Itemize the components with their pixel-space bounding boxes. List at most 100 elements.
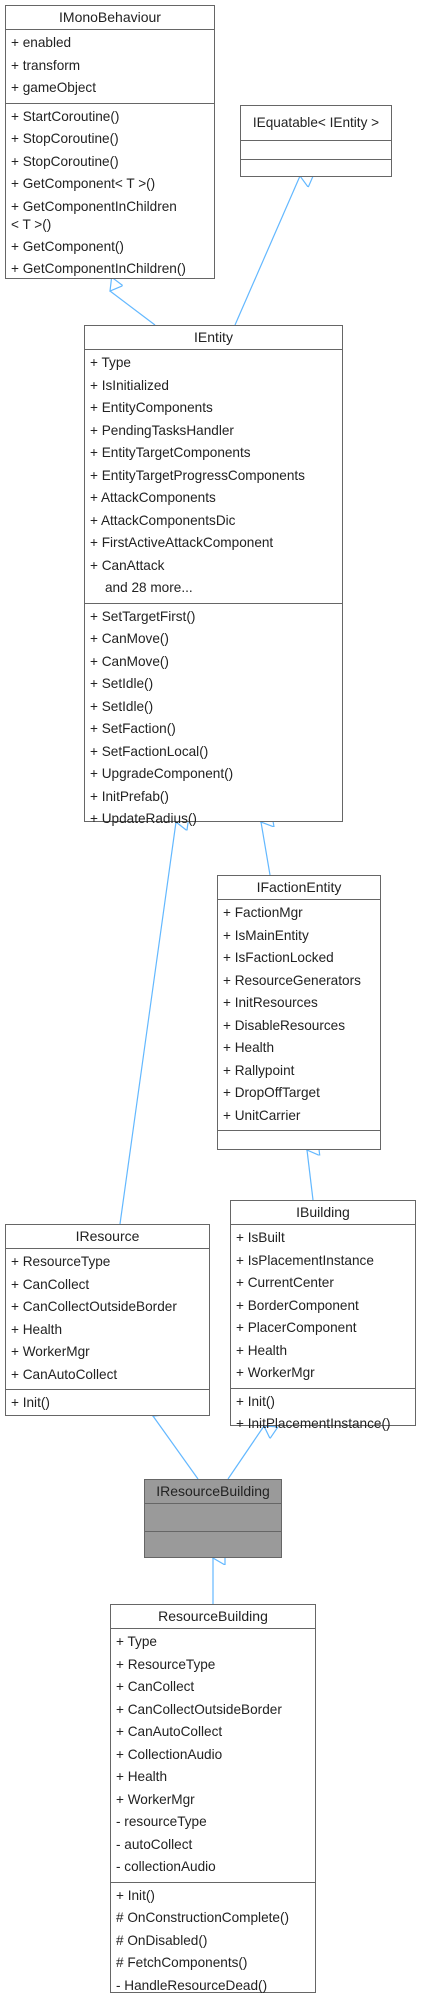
attribute: + IsFactionLocked <box>223 950 334 965</box>
attributes-section: + Type + ResourceType + CanCollect + Can… <box>111 1629 315 1883</box>
attribute: + ResourceType <box>11 1254 111 1269</box>
method: + Init() <box>116 1887 155 1903</box>
edge-iresourcebuilding-to-ibuilding <box>227 1426 264 1480</box>
attribute: + DropOffTarget <box>223 1085 320 1100</box>
methods-section: + Init() + InitPlacementInstance() <box>231 1389 415 1439</box>
attribute: + enabled <box>11 35 72 50</box>
attribute: + CanCollectOutsideBorder <box>11 1299 177 1314</box>
attribute: + EntityTargetComponents <box>90 445 251 460</box>
methods-section: + SetTargetFirst() + CanMove() + CanMove… <box>85 604 342 834</box>
attribute: - resourceType <box>116 1814 207 1829</box>
attribute: + BorderComponent <box>236 1297 359 1313</box>
edge-ientity-to-imonobehaviour <box>110 291 156 326</box>
class-box-ientity[interactable]: IEntity + Type + IsInitialized + EntityC… <box>84 325 343 826</box>
attributes-section <box>241 141 391 160</box>
class-box-ifactionentity[interactable]: IFactionEntity + FactionMgr + IsMainEnti… <box>217 875 381 1150</box>
attribute: + CanAutoCollect <box>11 1366 118 1382</box>
attribute: + Rallypoint <box>223 1062 295 1078</box>
method: + StartCoroutine() <box>11 108 120 124</box>
attribute: + WorkerMgr <box>236 1365 315 1380</box>
method: + SetIdle() <box>90 698 154 714</box>
method: # OnConstructionComplete() <box>116 1910 290 1925</box>
class-title: IResource <box>6 1225 209 1249</box>
attributes-section: + Type + IsInitialized + EntityComponent… <box>85 350 342 604</box>
class-title: IBuilding <box>231 1201 415 1225</box>
attribute: + AttackComponents <box>90 490 216 505</box>
attribute: + IsPlacementInstance <box>236 1252 374 1268</box>
method: + SetFaction() <box>90 721 176 736</box>
method: - HandleResourceDead() <box>116 1977 268 1993</box>
attribute: + InitResources <box>223 995 318 1010</box>
method: + CanMove() <box>90 653 169 669</box>
attribute: + FirstActiveAttackComponent <box>90 535 274 550</box>
methods-section: + Init() <box>6 1390 209 1418</box>
method: # FetchComponents() <box>116 1955 248 1970</box>
method: + Init() <box>11 1395 50 1410</box>
attribute: + Health <box>236 1342 288 1358</box>
attribute: + CanCollect <box>11 1276 90 1292</box>
attribute: - collectionAudio <box>116 1859 216 1874</box>
method: + InitPrefab() <box>90 788 169 804</box>
methods-section <box>145 1532 281 1559</box>
attribute: + CollectionAudio <box>116 1746 223 1762</box>
attribute: + IsMainEntity <box>223 927 309 943</box>
attribute: + EntityTargetProgressComponents <box>90 467 305 483</box>
method: + GetComponentInChildren() <box>11 261 186 276</box>
methods-section: + Init() # OnConstructionComplete() # On… <box>111 1883 315 2001</box>
attribute: + FactionMgr <box>223 905 303 920</box>
edge-ientity-to-iequatable <box>234 176 300 326</box>
attribute: + transform <box>11 57 81 73</box>
attribute: + Health <box>116 1769 168 1784</box>
attributes-section: + ResourceType + CanCollect + CanCollect… <box>6 1249 209 1390</box>
method: + InitPlacementInstance() <box>236 1416 391 1431</box>
edge-iresource-to-ientity <box>119 822 176 1225</box>
attribute: + PendingTasksHandler <box>90 422 234 438</box>
method: + StopCoroutine() <box>11 153 119 169</box>
attribute: + Type <box>90 355 131 370</box>
attributes-section: + FactionMgr + IsMainEntity + IsFactionL… <box>218 900 380 1131</box>
method: + GetComponentInChildren < T >() <box>11 198 177 232</box>
attributes-section: + IsBuilt + IsPlacementInstance + Curren… <box>231 1225 415 1389</box>
attribute: + Health <box>11 1321 63 1337</box>
attribute: + PlacerComponent <box>236 1320 357 1335</box>
attribute: + ResourceType <box>116 1656 216 1672</box>
class-title: ResourceBuilding <box>111 1605 315 1629</box>
more-attributes-link[interactable]: and 28 more... <box>105 580 193 595</box>
edge-iresourcebuilding-to-iresource <box>153 1416 199 1480</box>
class-box-ibuilding[interactable]: IBuilding + IsBuilt + IsPlacementInstanc… <box>230 1200 416 1431</box>
edge-ifactionentity-to-ientity <box>261 822 270 876</box>
method: + UpgradeComponent() <box>90 766 234 781</box>
methods-section: + StartCoroutine() + StopCoroutine() + S… <box>6 104 214 284</box>
attribute: + EntityComponents <box>90 400 213 415</box>
class-title: IEntity <box>85 326 342 350</box>
class-box-iequatable[interactable]: IEquatable< IEntity > <box>240 105 392 177</box>
method: + GetComponent< T >() <box>11 176 156 191</box>
attribute: + WorkerMgr <box>116 1791 195 1807</box>
attribute: + UnitCarrier <box>223 1107 301 1123</box>
class-box-iresource[interactable]: IResource + ResourceType + CanCollect + … <box>5 1224 210 1416</box>
attributes-section <box>145 1504 281 1532</box>
class-box-imonobehaviour[interactable]: IMonoBehaviour + enabled + transform + g… <box>5 5 215 279</box>
class-title: IFactionEntity <box>218 876 380 900</box>
method: + GetComponent() <box>11 238 124 254</box>
attribute: + CurrentCenter <box>236 1275 334 1290</box>
class-box-resourcebuilding[interactable]: ResourceBuilding + Type + ResourceType +… <box>110 1604 316 1993</box>
attribute: + ResourceGenerators <box>223 972 361 988</box>
attribute: + Health <box>223 1040 275 1055</box>
attribute: + CanCollectOutsideBorder <box>116 1701 282 1717</box>
edge-ibuilding-to-ifactionentity <box>307 1150 313 1201</box>
methods-section <box>218 1131 380 1154</box>
attribute: + Type <box>116 1634 157 1649</box>
attribute: + WorkerMgr <box>11 1344 90 1359</box>
method: + SetIdle() <box>90 676 154 691</box>
class-title: IMonoBehaviour <box>6 6 214 30</box>
attribute: + IsBuilt <box>236 1230 285 1245</box>
attribute: + DisableResources <box>223 1017 346 1033</box>
method: + StopCoroutine() <box>11 131 119 146</box>
class-box-iresourcebuilding[interactable]: IResourceBuilding <box>144 1479 282 1558</box>
class-title: IEquatable< IEntity > <box>241 106 391 141</box>
method: + SetFactionLocal() <box>90 743 209 759</box>
method: + CanMove() <box>90 631 169 646</box>
